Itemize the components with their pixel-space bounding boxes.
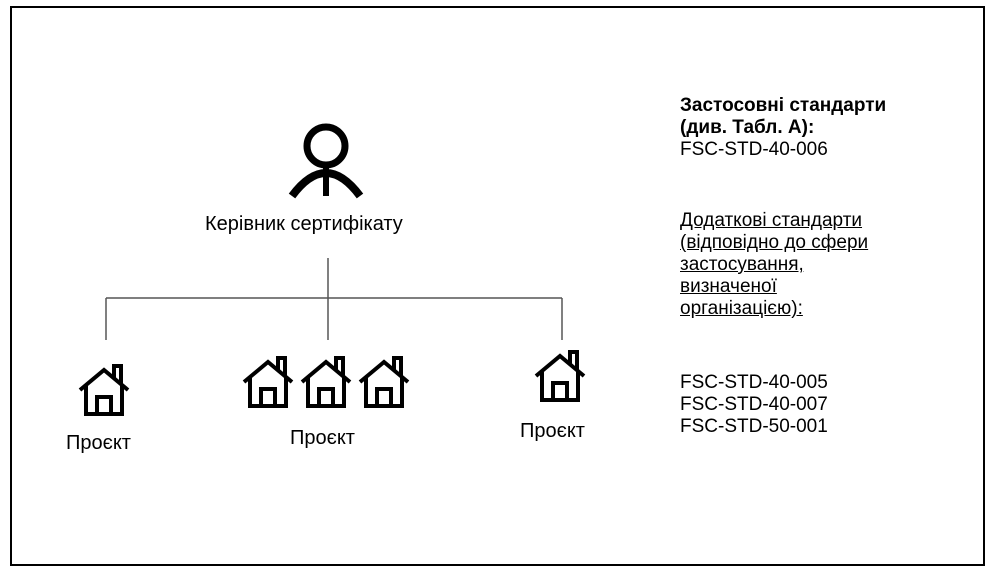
additional-heading-line1: Додаткові стандарти [680,210,863,231]
additional-standards: Додаткові стандарти (відповідно до сфери… [680,210,868,320]
additional-heading-line4: визначеної [680,276,777,297]
person-icon [288,123,364,199]
additional-heading-line5: організацією): [680,298,803,319]
additional-item-1: FSC-STD-40-005 [680,372,828,393]
additional-items: FSC-STD-40-005 FSC-STD-40-007 FSC-STD-50… [680,372,828,438]
project-label-1: Проєкт [66,432,131,454]
project-label-3: Проєкт [520,420,585,442]
applicable-heading-line2: (див. Табл. А): [680,117,815,138]
applicable-item: FSC-STD-40-006 [680,139,828,160]
additional-heading-line2: (відповідно до сфери [680,232,869,253]
house-icon [358,356,410,408]
manager-label: Керівник сертифікату [205,213,403,235]
house-icon [534,350,586,402]
project-label-2: Проєкт [290,427,355,449]
project-houses [78,350,586,416]
house-icon [242,356,294,408]
house-icon [78,364,130,416]
house-icon [300,356,352,408]
org-tree [78,123,586,416]
tree-connectors [105,258,563,340]
standards-panel: Застосовні стандарти (див. Табл. А): FSC… [680,95,886,161]
additional-heading-line3: застосування, [680,254,804,275]
additional-item-3: FSC-STD-50-001 [680,416,828,437]
additional-item-2: FSC-STD-40-007 [680,394,828,415]
applicable-heading-line1: Застосовні стандарти [680,95,887,116]
